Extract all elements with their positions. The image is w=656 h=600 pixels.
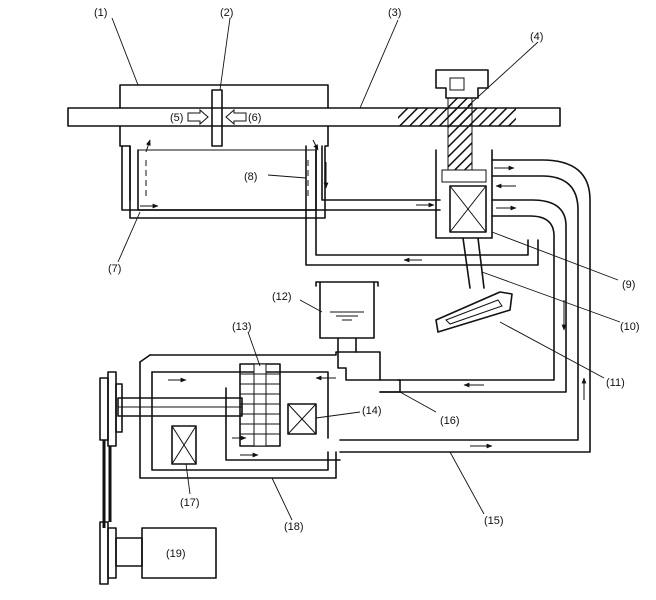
pump-housing	[139, 351, 401, 479]
label-8: (8)	[244, 171, 257, 183]
cylinder-body	[119, 84, 329, 219]
label-13: (13)	[232, 321, 252, 333]
pressure-pipe-15	[339, 159, 591, 453]
reservoir	[315, 281, 379, 353]
label-11: (11)	[606, 377, 625, 389]
label-18: (18)	[284, 521, 304, 533]
arrow-6-icon	[225, 108, 247, 126]
label-6: (6)	[248, 112, 261, 124]
return-pipe-16	[379, 199, 567, 393]
relief-valve	[171, 425, 197, 465]
electric-motor	[141, 527, 217, 579]
label-15: (15)	[484, 515, 504, 527]
label-16: (16)	[440, 415, 460, 427]
label-17: (17)	[180, 497, 200, 509]
leader-lines	[111, 17, 621, 521]
label-12: (12)	[272, 291, 292, 303]
arrow-5-icon	[187, 108, 209, 126]
upper-pulley	[99, 371, 123, 447]
drive-belt	[102, 440, 112, 528]
lower-pulley	[99, 521, 143, 585]
drive-shaft	[117, 397, 243, 417]
label-7: (7)	[108, 263, 121, 275]
label-19: (19)	[166, 548, 186, 560]
label-1: (1)	[94, 7, 107, 19]
piston-rod	[67, 107, 561, 127]
label-5: (5)	[170, 112, 183, 124]
pump-valve	[287, 403, 317, 435]
piston	[211, 89, 223, 147]
pipe-7	[121, 145, 441, 211]
label-14: (14)	[362, 405, 382, 417]
label-4: (4)	[530, 31, 543, 43]
pump-gear	[239, 363, 281, 447]
label-10: (10)	[620, 321, 640, 333]
label-2: (2)	[220, 7, 233, 19]
return-pipe	[305, 145, 539, 266]
label-9: (9)	[622, 279, 635, 291]
control-valve	[435, 69, 513, 333]
label-3: (3)	[388, 7, 401, 19]
